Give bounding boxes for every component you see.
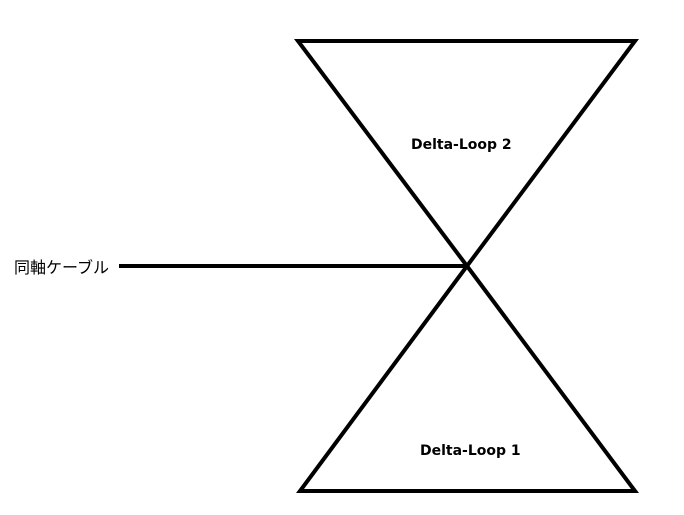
delta-loop-2-label: Delta-Loop 2	[411, 137, 512, 153]
delta-loop-2-triangle	[293, 39, 639, 270]
delta-loop-1-triangle	[296, 262, 639, 493]
delta-loop-1-label: Delta-Loop 1	[420, 443, 521, 459]
coax-cable-label: 同軸ケーブル	[14, 258, 109, 277]
